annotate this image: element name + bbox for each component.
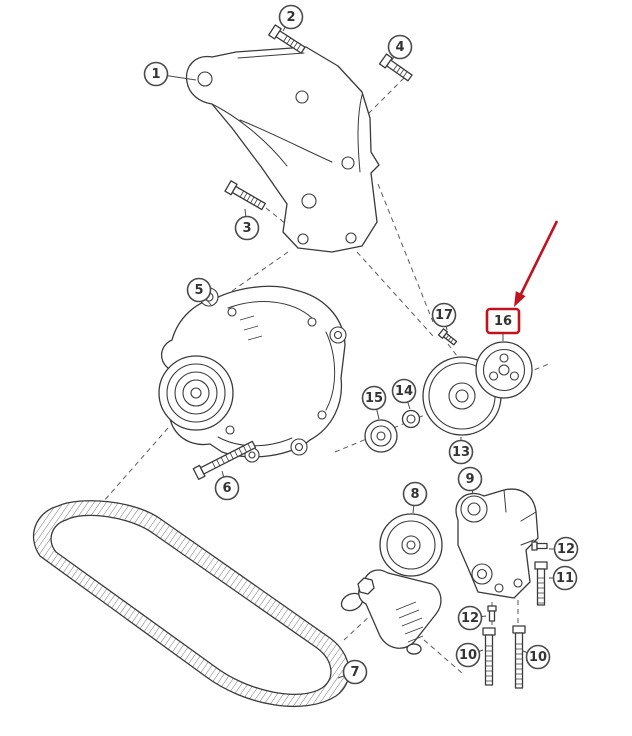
bolt-part-4-drawing <box>378 53 413 82</box>
bolt-part-10a-drawing <box>482 627 496 686</box>
callout-label-17: 17 <box>435 308 453 323</box>
tensioner-part-8-drawing <box>340 513 443 655</box>
bracket-part-9-drawing <box>455 488 539 599</box>
stud-part-12b-drawing <box>487 605 497 622</box>
callout-14: 14 <box>391 378 417 410</box>
callout-label-7: 7 <box>350 665 359 680</box>
callout-shape <box>525 644 551 670</box>
callout-label-13: 13 <box>452 445 470 460</box>
alternator-part-5-drawing <box>158 285 347 463</box>
callout-13: 13 <box>448 437 474 465</box>
callout-shape <box>448 439 474 465</box>
callout-label-4: 4 <box>395 40 404 55</box>
callout-label-8: 8 <box>410 487 419 502</box>
bolt-part-6-drawing <box>192 440 257 480</box>
callout-10b: 10 <box>522 644 551 670</box>
callout-label-6: 6 <box>222 481 231 496</box>
callout-label-15: 15 <box>365 391 383 406</box>
callout-4: 4 <box>387 34 413 61</box>
callout-label-16: 16 <box>494 314 512 329</box>
callout-shape <box>342 659 368 685</box>
callout-label-5: 5 <box>194 283 203 298</box>
callout-shape <box>552 565 578 591</box>
callout-shape <box>553 536 579 562</box>
callout-label-11: 11 <box>556 571 574 586</box>
callout-11: 11 <box>549 565 578 591</box>
callout-7: 7 <box>337 659 368 685</box>
callout-5: 5 <box>186 277 212 306</box>
callout-10a: 10 <box>455 642 484 668</box>
callout-3: 3 <box>234 208 260 241</box>
callout-label-9: 9 <box>465 472 474 487</box>
callout-shape-highlighted <box>485 307 521 335</box>
alternator-pulley-drawing <box>158 355 234 431</box>
callout-2: 2 <box>278 4 304 32</box>
callout-shape <box>391 378 417 404</box>
callout-1: 1 <box>143 61 197 87</box>
callout-shape <box>457 466 483 492</box>
highlight-arrow <box>514 220 559 307</box>
callout-9: 9 <box>457 466 483 495</box>
callout-shape <box>143 61 169 87</box>
callout-shape <box>186 277 212 303</box>
callout-6: 6 <box>214 470 240 501</box>
callout-17: 17 <box>431 302 457 331</box>
stud-part-12a-drawing <box>531 541 548 551</box>
callout-label-12b: 12 <box>461 611 479 626</box>
callout-shape <box>214 475 240 501</box>
washer-part-14-drawing <box>401 409 421 429</box>
bolt-part-2-drawing <box>268 24 306 54</box>
bracket-part-1-drawing <box>185 46 380 253</box>
bolt-part-3-drawing <box>224 180 266 211</box>
callout-shape <box>457 605 483 631</box>
callout-label-2: 2 <box>286 10 295 25</box>
callout-label-1: 1 <box>151 67 160 82</box>
belt-part-7-drawing <box>32 500 350 707</box>
callout-12a: 12 <box>549 536 579 562</box>
callout-label-10a: 10 <box>459 648 477 663</box>
callout-label-14: 14 <box>395 384 413 399</box>
bolt-part-10b-drawing <box>512 625 526 689</box>
bolt-part-11-drawing <box>534 561 548 606</box>
callout-shape <box>387 34 413 60</box>
callout-shape <box>455 642 481 668</box>
callout-15: 15 <box>361 385 387 420</box>
washer-part-15-drawing <box>364 419 398 453</box>
callout-label-10b: 10 <box>529 650 547 665</box>
callout-12b: 12 <box>457 605 487 631</box>
callout-16: 16 <box>485 307 521 341</box>
callout-label-3: 3 <box>242 221 251 236</box>
callout-8: 8 <box>402 481 428 514</box>
callout-shape <box>361 385 387 411</box>
callout-shape <box>402 481 428 507</box>
callout-label-12a: 12 <box>557 542 575 557</box>
callout-shape <box>431 302 457 328</box>
callout-shape <box>278 4 304 30</box>
screw-part-17-drawing <box>437 328 458 346</box>
callout-shape <box>234 215 260 241</box>
pulley-cap-part-16-drawing <box>475 341 533 399</box>
